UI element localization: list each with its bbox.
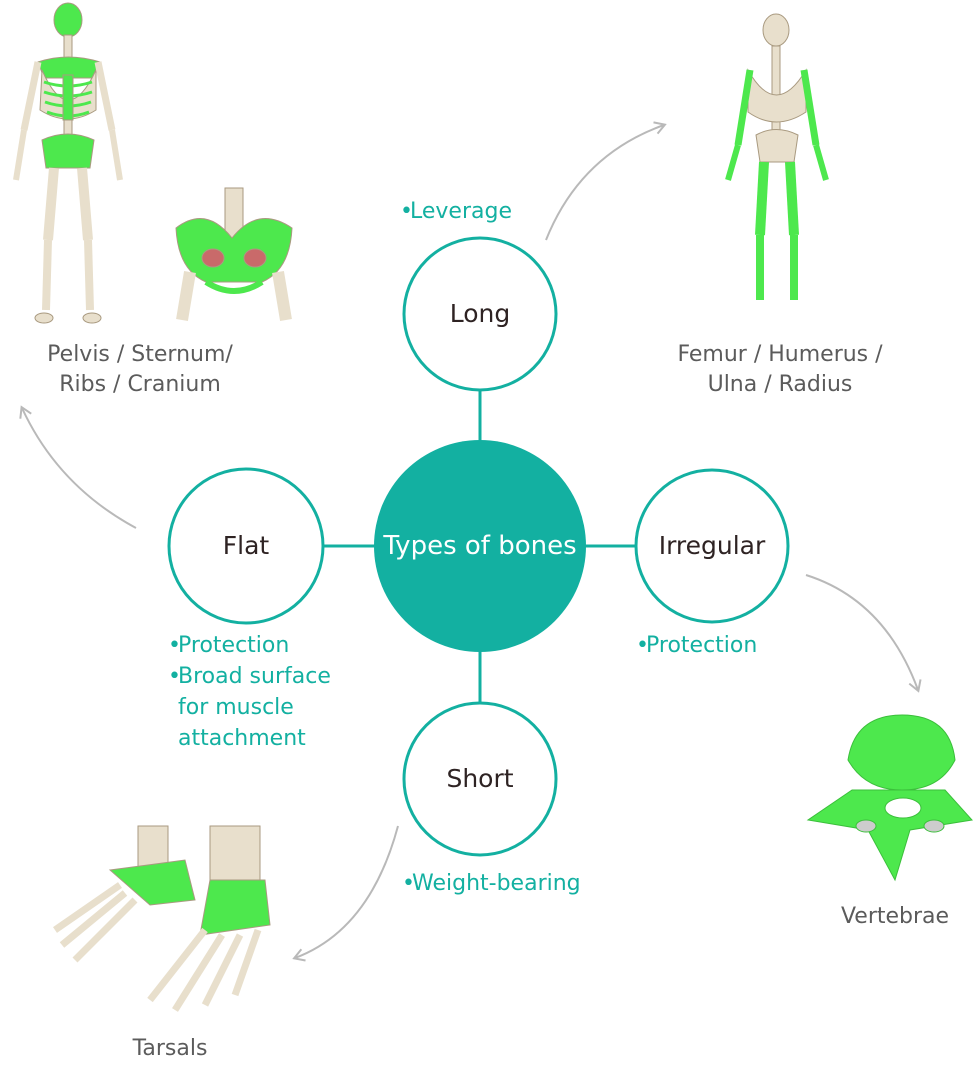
arrow-short-to-example bbox=[295, 826, 398, 958]
example-line: Pelvis / Sternum/ bbox=[10, 340, 270, 370]
example-line: Tarsals bbox=[100, 1034, 240, 1064]
node-short-label: Short bbox=[404, 764, 556, 794]
full-skeleton-long-highlight-icon bbox=[728, 14, 826, 300]
example-line: Vertebrae bbox=[820, 902, 970, 932]
example-line: Femur / Humerus / bbox=[640, 340, 920, 370]
flat-bullets: •Protection •Broad surface for muscle at… bbox=[168, 630, 331, 754]
bullet-item: •Weight-bearing bbox=[402, 868, 581, 899]
bullet-continuation: attachment bbox=[168, 723, 331, 754]
long-bullets: •Leverage bbox=[400, 196, 512, 227]
bullet-continuation: for muscle bbox=[168, 692, 331, 723]
arrow-long-to-example bbox=[546, 125, 664, 240]
node-long-label: Long bbox=[404, 299, 556, 329]
arrow-irregular-to-example bbox=[806, 575, 918, 690]
example-line: Ulna / Radius bbox=[640, 370, 920, 400]
short-bullets: •Weight-bearing bbox=[402, 868, 581, 899]
irregular-examples: Vertebrae bbox=[820, 902, 970, 932]
full-skeleton-flat-highlight-icon bbox=[16, 3, 120, 323]
center-label: Types of bones bbox=[374, 531, 586, 561]
flat-examples: Pelvis / Sternum/ Ribs / Cranium bbox=[10, 340, 270, 400]
long-examples: Femur / Humerus / Ulna / Radius bbox=[640, 340, 920, 400]
arrow-flat-to-example bbox=[22, 408, 136, 528]
example-line: Ribs / Cranium bbox=[10, 370, 270, 400]
pelvis-bone-icon bbox=[176, 188, 292, 320]
node-irregular-label: Irregular bbox=[636, 531, 788, 561]
bullet-item: •Protection bbox=[636, 630, 757, 661]
bullet-item: •Broad surface bbox=[168, 661, 331, 692]
vertebra-icon bbox=[808, 715, 972, 880]
foot-tarsals-icon bbox=[55, 826, 270, 1010]
node-flat-label: Flat bbox=[170, 531, 322, 561]
bullet-item: •Protection bbox=[168, 630, 331, 661]
bullet-item: •Leverage bbox=[400, 196, 512, 227]
short-examples: Tarsals bbox=[100, 1034, 240, 1064]
irregular-bullets: •Protection bbox=[636, 630, 757, 661]
